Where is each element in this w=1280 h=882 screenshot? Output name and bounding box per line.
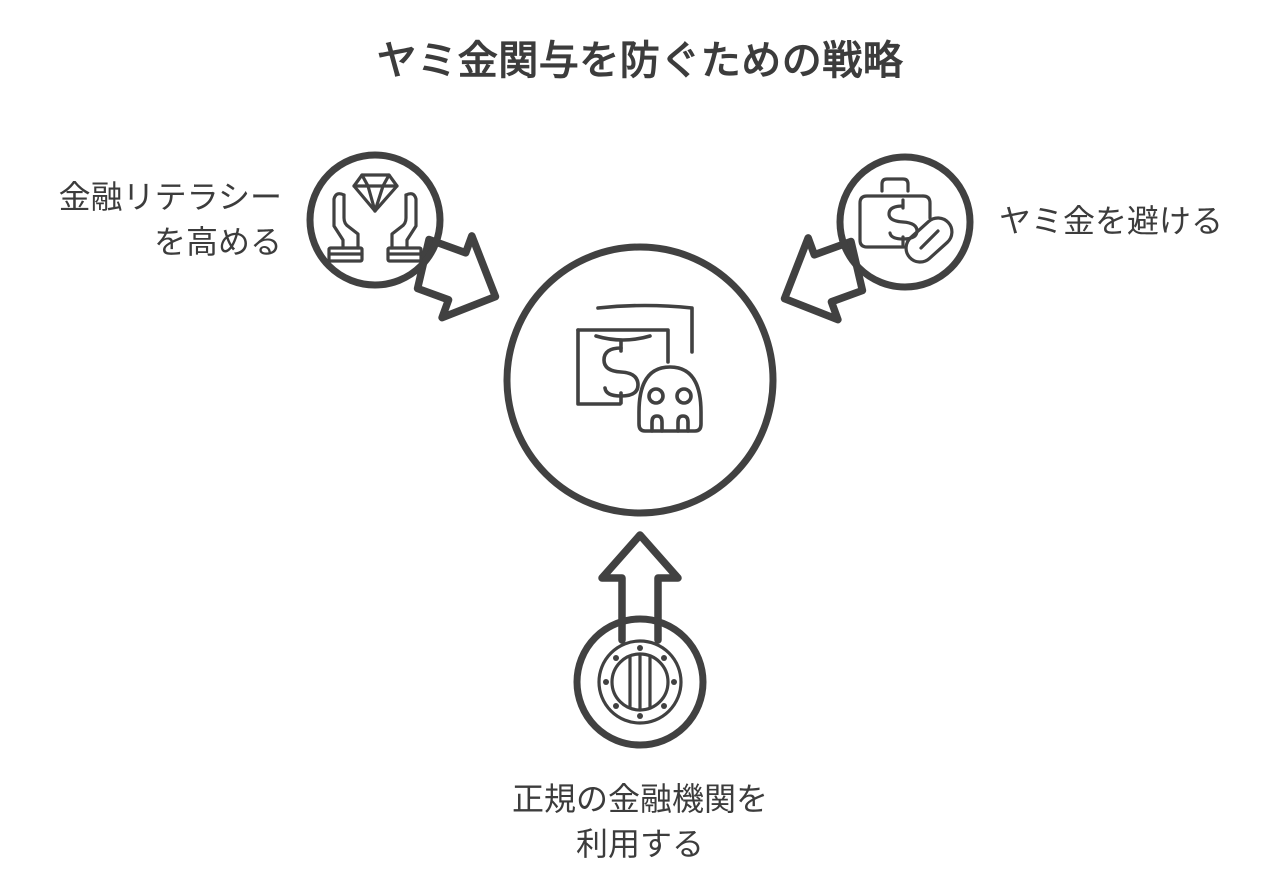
money-skull-icon xyxy=(576,303,703,433)
node-avoid-loan-sharks[interactable] xyxy=(836,153,974,291)
arrow-left-to-center xyxy=(413,232,500,322)
node-label-financial-literacy-line1: 金融リテラシー xyxy=(59,179,282,215)
arrow-bottom-to-center xyxy=(598,531,682,644)
node-label-financial-literacy-line2: を高める xyxy=(154,224,282,260)
hands-holding-diamond-icon xyxy=(327,173,423,263)
bank-vault-door-icon xyxy=(597,639,683,725)
arrow-right-to-center xyxy=(780,234,867,324)
center-node-circle xyxy=(503,243,777,517)
node-label-avoid-loan-sharks-line1: ヤミ金を避ける xyxy=(999,203,1223,239)
node-label-use-legitimate-institutions-line2: 利用する xyxy=(576,826,704,862)
center-node[interactable] xyxy=(503,243,777,517)
node-circle-financial-literacy xyxy=(306,151,444,289)
briefcase-dollar-pill-icon xyxy=(858,177,954,264)
node-financial-literacy[interactable] xyxy=(306,151,444,289)
page-title: ヤミ金関与を防ぐための戦略 xyxy=(377,39,904,83)
node-use-legitimate-institutions[interactable] xyxy=(573,615,707,749)
node-circle-use-legitimate-institutions xyxy=(573,615,707,749)
node-label-use-legitimate-institutions-line1: 正規の金融機関を xyxy=(512,781,768,817)
node-circle-avoid-loan-sharks xyxy=(836,153,974,291)
